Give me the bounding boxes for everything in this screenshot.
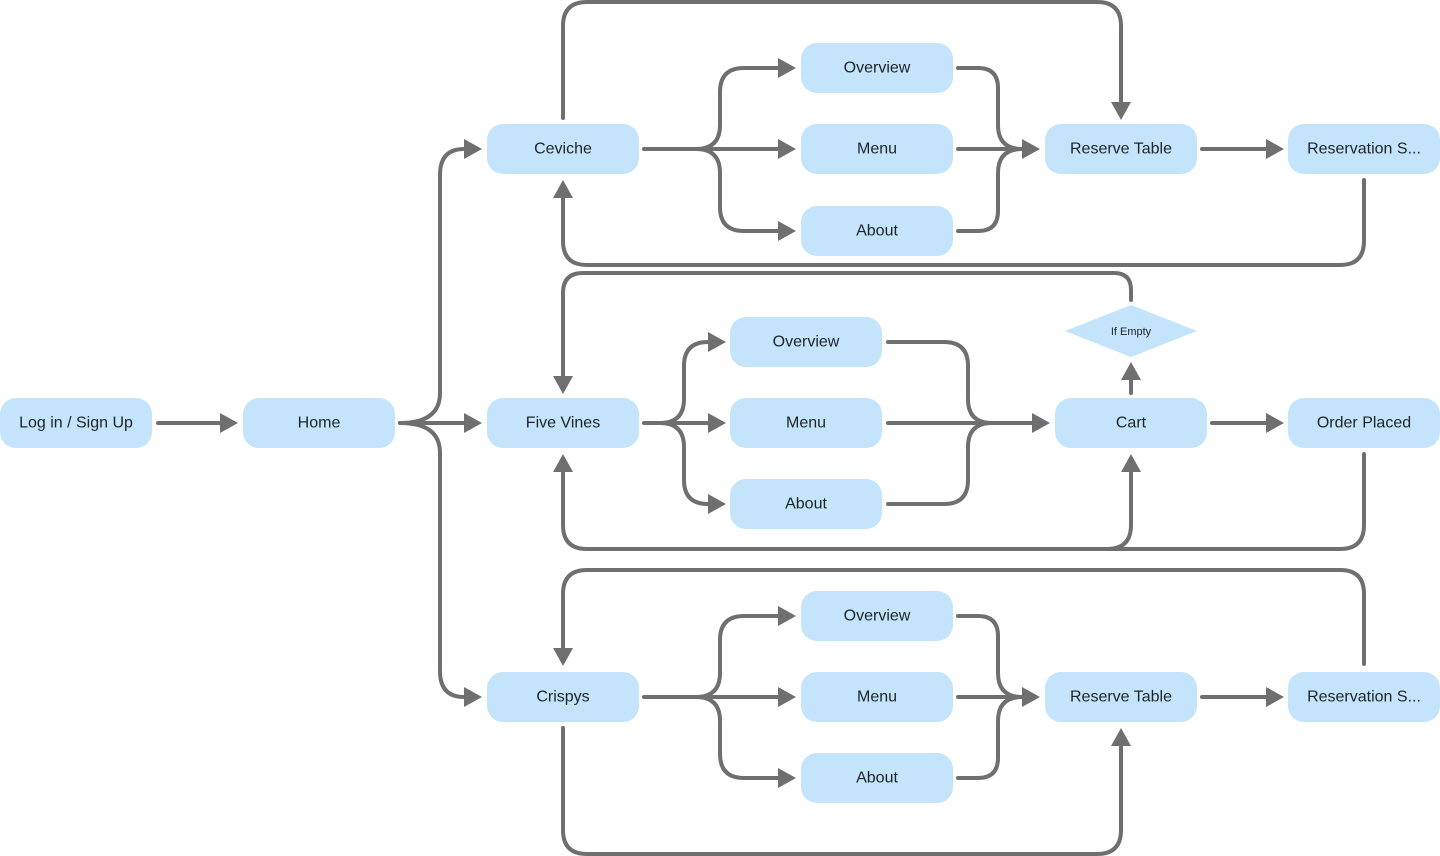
arrowhead: [778, 687, 796, 707]
node-crispys-reserve-table[interactable]: Reserve Table: [1045, 672, 1197, 722]
arrowhead: [1111, 728, 1131, 746]
node-home-label: Home: [298, 415, 341, 432]
arrowhead: [778, 606, 796, 626]
arrowhead: [708, 413, 726, 433]
arrowhead: [778, 58, 796, 78]
node-ceviche-menu-label: Menu: [857, 141, 897, 158]
node-five-vines-overview[interactable]: Overview: [730, 317, 882, 367]
edge-crispys-skip-to-reserve: [561, 726, 1123, 856]
arrowhead: [553, 454, 573, 472]
node-crispys-reservation-success[interactable]: Reservation S...: [1288, 672, 1440, 722]
node-ceviche[interactable]: Ceviche: [487, 124, 639, 174]
arrowhead: [1266, 139, 1284, 159]
node-crispys-label: Crispys: [536, 689, 589, 706]
edge-ceviche-to-overview: [694, 66, 780, 151]
connectors: [156, 0, 1366, 856]
node-crispys-overview[interactable]: Overview: [801, 591, 953, 641]
node-order-placed-label: Order Placed: [1317, 415, 1411, 432]
arrowhead: [464, 413, 482, 433]
arrowhead: [1121, 454, 1141, 472]
node-five-vines[interactable]: Five Vines: [487, 398, 639, 448]
arrowhead: [553, 180, 573, 198]
node-five-vines-about-label: About: [785, 496, 827, 513]
arrowhead: [778, 768, 796, 788]
node-ceviche-reservation-success-label: Reservation S...: [1307, 141, 1421, 158]
node-login-label: Log in / Sign Up: [19, 415, 133, 432]
node-crispys-about-label: About: [856, 770, 898, 787]
edge-five-vines-to-overview: [658, 340, 710, 425]
node-five-vines-about[interactable]: About: [730, 479, 882, 529]
edge-crispys-to-overview: [694, 614, 780, 699]
node-ceviche-about-label: About: [856, 223, 898, 240]
node-five-vines-overview-label: Overview: [773, 334, 840, 351]
node-crispys-reserve-table-label: Reserve Table: [1070, 689, 1172, 706]
arrowhead: [1121, 362, 1141, 380]
node-five-vines-menu[interactable]: Menu: [730, 398, 882, 448]
node-ceviche-menu[interactable]: Menu: [801, 124, 953, 174]
edge-if-empty-back: [561, 271, 1133, 378]
node-five-vines-label: Five Vines: [526, 415, 600, 432]
node-ceviche-about[interactable]: About: [801, 206, 953, 256]
node-ceviche-label: Ceviche: [534, 141, 592, 158]
edge-crispys-to-about: [694, 695, 780, 780]
edge-ceviche-overview-to-reserve: [956, 66, 1024, 151]
edge-five-vines-about-to-cart: [886, 421, 994, 506]
arrowhead: [553, 648, 573, 666]
edge-ceviche-about-to-reserve: [956, 147, 1024, 233]
node-ceviche-reservation-success[interactable]: Reservation S...: [1288, 124, 1440, 174]
node-if-empty-label: If Empty: [1111, 326, 1152, 338]
arrowhead: [220, 413, 238, 433]
arrowhead: [708, 332, 726, 352]
edge-five-vines-to-about: [658, 421, 710, 506]
arrowhead: [464, 687, 482, 707]
edge-ceviche-skip-to-reserve: [561, 0, 1123, 120]
arrowhead: [1111, 102, 1131, 120]
arrowhead: [708, 494, 726, 514]
node-order-placed[interactable]: Order Placed: [1288, 398, 1440, 448]
node-crispys-menu-label: Menu: [857, 689, 897, 706]
node-ceviche-reserve-table[interactable]: Reserve Table: [1045, 124, 1197, 174]
arrowhead: [1032, 413, 1050, 433]
nodes: Log in / Sign Up Home Ceviche Overview M…: [0, 43, 1440, 803]
node-crispys-about[interactable]: About: [801, 753, 953, 803]
arrowhead: [464, 139, 482, 159]
node-ceviche-overview[interactable]: Overview: [801, 43, 953, 93]
node-crispys-reservation-success-label: Reservation S...: [1307, 689, 1421, 706]
edge-to-cart-from-below: [1105, 470, 1133, 551]
node-if-empty-decision[interactable]: If Empty: [1065, 305, 1197, 357]
node-cart[interactable]: Cart: [1055, 398, 1207, 448]
edge-five-vines-overview-to-cart: [886, 340, 994, 425]
node-login[interactable]: Log in / Sign Up: [0, 398, 152, 448]
edge-crispys-overview-to-reserve: [956, 614, 1024, 699]
edge-ceviche-to-about: [694, 147, 780, 233]
arrowhead: [553, 376, 573, 394]
arrowhead: [1022, 687, 1040, 707]
node-crispys-menu[interactable]: Menu: [801, 672, 953, 722]
edge-ceviche-success-back: [561, 178, 1366, 267]
edge-home-to-ceviche: [398, 147, 466, 425]
edge-order-placed-back: [561, 452, 1366, 551]
edge-crispys-success-back: [561, 568, 1366, 666]
node-home[interactable]: Home: [243, 398, 395, 448]
arrowhead: [1266, 413, 1284, 433]
edge-crispys-about-to-reserve: [956, 695, 1024, 780]
arrowhead: [1022, 139, 1040, 159]
node-crispys-overview-label: Overview: [844, 608, 911, 625]
node-cart-label: Cart: [1116, 415, 1147, 432]
node-ceviche-reserve-table-label: Reserve Table: [1070, 141, 1172, 158]
arrowhead: [778, 139, 796, 159]
edge-home-to-crispys: [398, 421, 466, 699]
node-ceviche-overview-label: Overview: [844, 60, 911, 77]
node-five-vines-menu-label: Menu: [786, 415, 826, 432]
arrowhead: [1266, 687, 1284, 707]
arrowhead: [778, 221, 796, 241]
node-crispys[interactable]: Crispys: [487, 672, 639, 722]
